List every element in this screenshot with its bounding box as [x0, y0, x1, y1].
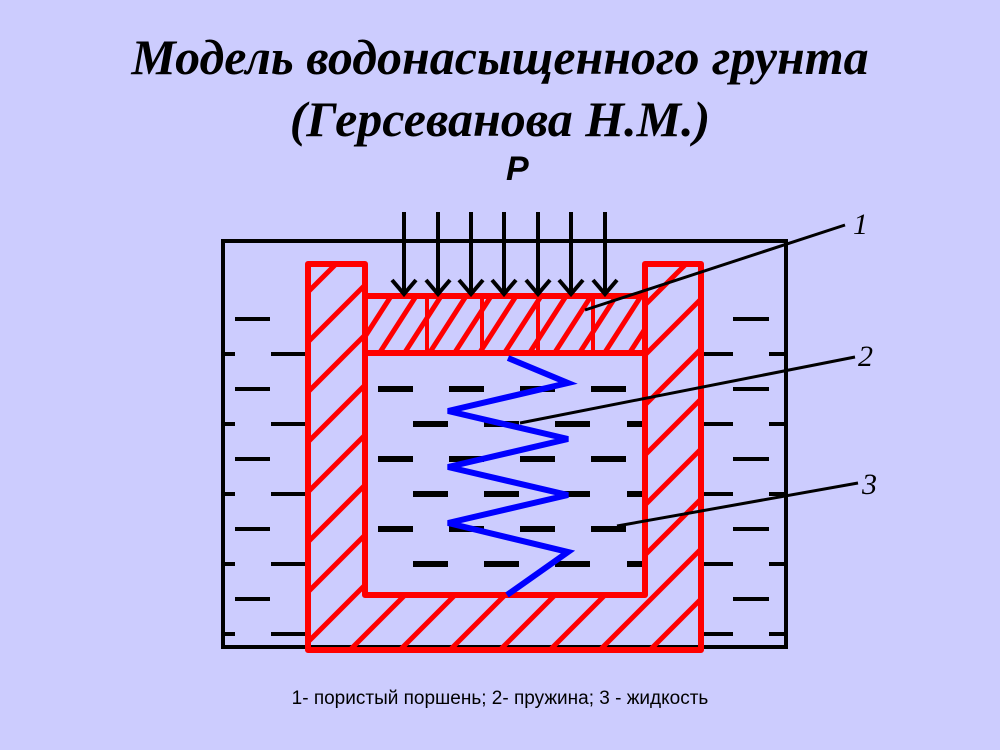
hatch-line [626, 324, 645, 353]
hatch-line [800, 250, 1000, 700]
hatch-line [365, 296, 395, 342]
hatch-line [900, 250, 1000, 700]
hatch-line [308, 264, 402, 650]
hatch-line [601, 296, 645, 353]
spring [447, 355, 578, 598]
piston-hatching [365, 296, 645, 353]
arrow-head [490, 278, 518, 298]
hatch-line [526, 296, 570, 353]
leader-line-3 [616, 481, 859, 528]
hatch-line [498, 264, 701, 650]
piston-pores [425, 296, 595, 353]
label-3: 3 [862, 468, 877, 501]
arrow-head [557, 278, 585, 298]
hatch-line [448, 264, 701, 650]
hatch-line [950, 250, 1000, 700]
arrow-head [524, 278, 552, 298]
hatch-line [426, 296, 470, 353]
title-line-1: Модель водонасыщенного грунта [131, 29, 869, 85]
hatch-line [598, 264, 701, 650]
hatch-line [401, 296, 445, 353]
hatch-line [551, 296, 595, 353]
arrow-head [424, 278, 452, 298]
leader-line-1 [584, 223, 846, 312]
arrow-head [390, 278, 418, 298]
porous-vessel [305, 261, 704, 653]
hatch-line [376, 296, 420, 353]
porous-piston [362, 293, 648, 356]
label-2: 2 [858, 340, 873, 373]
caption: 1- пористый поршень; 2- пружина; 3 - жид… [291, 688, 709, 709]
hatch-line [451, 296, 495, 353]
water-dashes [223, 317, 786, 636]
label-1: 1 [853, 208, 868, 241]
outer-tank [221, 239, 788, 649]
title-line-2: (Герсеванова Н.М.) [289, 91, 711, 147]
arrow-head [591, 278, 619, 298]
leader-line-2 [519, 355, 856, 425]
load-arrows [390, 212, 619, 298]
hatch-line [548, 264, 701, 650]
load-label: P [506, 150, 529, 188]
arrow-head [457, 278, 485, 298]
